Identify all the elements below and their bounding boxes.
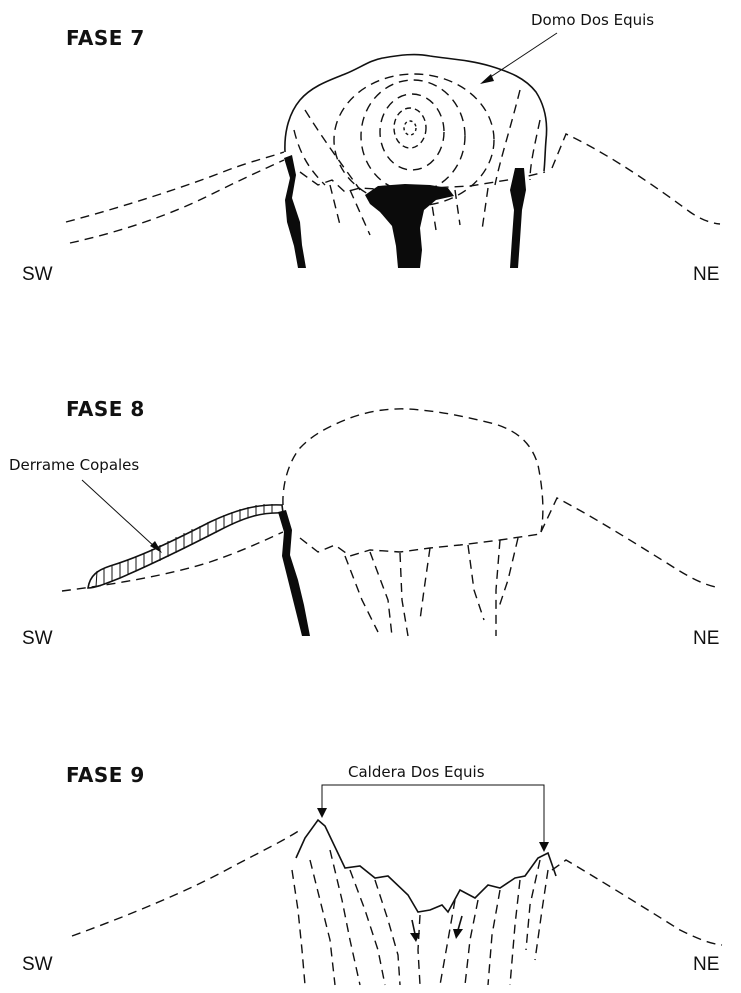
phase-7-title: FASE 7 — [66, 26, 145, 50]
phase-7-ne-label: NE — [693, 264, 719, 285]
phase-8-annotation-arrow — [82, 480, 162, 553]
phase-9-caldera-bracket — [317, 785, 549, 852]
phase-9-fractures — [292, 850, 548, 985]
phase-7-ground-left-lower — [70, 160, 284, 243]
phase-9-ne-label: NE — [693, 954, 719, 975]
panel-fase-7: FASE 7 Domo Dos Equis SW NE — [22, 11, 720, 285]
phase-7-ground-right — [552, 134, 720, 224]
phase-9-annotation: Caldera Dos Equis — [348, 763, 485, 781]
phase-9-sw-label: SW — [22, 954, 53, 975]
phase-8-dome-ghost — [283, 409, 543, 532]
phase-7-dike-left — [284, 155, 306, 268]
phase-7-annotation: Domo Dos Equis — [531, 11, 654, 29]
phase-7-dike-center — [365, 184, 454, 268]
phase-8-fractures — [345, 538, 518, 636]
phase-9-title: FASE 9 — [66, 763, 145, 787]
phase-7-dike-right — [510, 168, 526, 268]
phase-8-ne-label: NE — [693, 628, 719, 649]
phase-7-sw-label: SW — [22, 264, 53, 285]
phase-8-lava-flow-outline — [88, 505, 283, 588]
phase-8-ground-right — [541, 498, 716, 587]
phase-7-dome-outline — [285, 55, 547, 171]
phase-9-ground-right — [552, 860, 722, 945]
phase-8-annotation: Derrame Copales — [9, 456, 139, 474]
phase-9-subsidence-arrows — [410, 916, 463, 942]
phase-8-title: FASE 8 — [66, 397, 145, 421]
phase-8-floor — [300, 534, 540, 556]
panel-fase-9: FASE 9 Caldera Dos Equis SW NE — [22, 763, 722, 985]
phase-7-ground-left — [66, 152, 284, 222]
phase-9-caldera-rim — [296, 820, 556, 912]
phase-9-ground-left — [72, 830, 300, 936]
phase-8-dike — [278, 510, 310, 636]
phase-8-sw-label: SW — [22, 628, 53, 649]
panel-fase-8: FASE 8 Derrame Copales SW NE — [9, 397, 719, 649]
